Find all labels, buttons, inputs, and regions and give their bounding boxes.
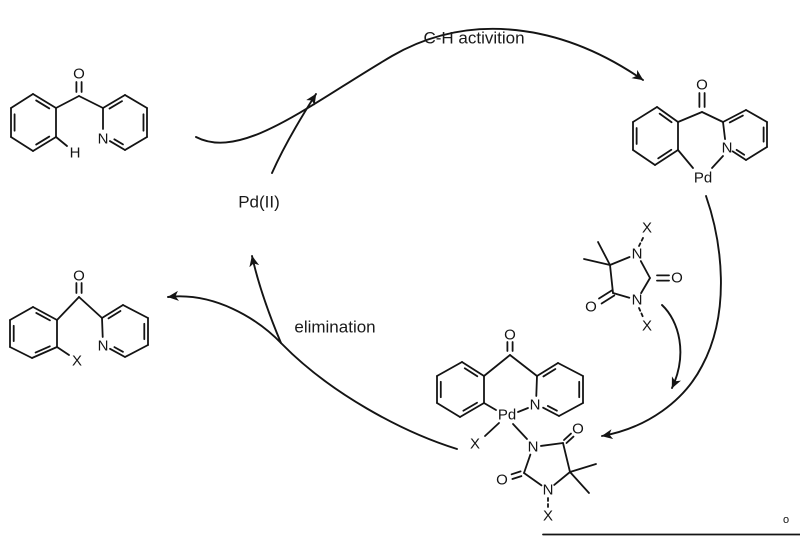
halogen-label: X <box>642 318 652 335</box>
hydantoin-ring <box>523 442 571 487</box>
pyridine-ring <box>102 94 148 151</box>
nitrogen-label: N <box>722 140 733 157</box>
pd-intermediate-structure: O N Pd X N N O O X <box>436 327 597 525</box>
stray-mark: o <box>783 514 789 526</box>
oxygen-label: O <box>696 77 708 94</box>
halogen-label: X <box>72 353 82 370</box>
nitrogen-label: N <box>528 439 539 456</box>
product-structure: O N X <box>9 268 149 370</box>
elimination-label: elimination <box>294 318 375 337</box>
benzene-ring <box>10 93 57 152</box>
nitrogen-label: N <box>98 131 109 148</box>
oxygen-label: O <box>73 268 85 285</box>
nitrogen-label: N <box>632 292 643 309</box>
halogen-label: X <box>642 220 652 237</box>
ch-activation-label: C-H activition <box>423 29 524 48</box>
oxygen-label: O <box>496 472 508 489</box>
palladium-label: Pd <box>694 170 712 187</box>
halogen-label: X <box>543 508 553 525</box>
palladium-label: Pd <box>498 407 516 424</box>
catalyst-entry-arrow <box>271 93 317 174</box>
oxygen-label: O <box>585 299 597 316</box>
benzene-ring <box>9 306 58 359</box>
cycle-right-arrow <box>601 195 722 440</box>
catalyst-label: Pd(II) <box>238 193 280 212</box>
pyridine-ring <box>101 304 149 358</box>
benzene-ring <box>436 361 485 418</box>
benzene-ring <box>632 106 679 166</box>
halogen-reagent-structure: N N O O X X <box>583 220 683 335</box>
nitrogen-label: N <box>530 397 541 414</box>
ch-activation-arrow <box>195 27 644 144</box>
hydrogen-label: H <box>70 145 81 162</box>
catalyst-regeneration-arrow <box>249 255 282 344</box>
reagent-entry-arrow <box>661 304 682 389</box>
palladacycle-structure: O N Pd <box>632 77 768 187</box>
halogen-label: X <box>470 436 480 453</box>
cycle-arrows <box>167 27 722 450</box>
elimination-arrow <box>167 290 458 450</box>
oxygen-label: O <box>671 270 683 287</box>
nitrogen-label: N <box>98 338 109 355</box>
oxygen-label: O <box>504 327 516 344</box>
hydantoin-ring <box>609 256 651 299</box>
pyridine-ring <box>722 109 768 161</box>
nitrogen-label: N <box>632 246 643 263</box>
nitrogen-label: N <box>543 482 554 499</box>
oxygen-label: O <box>73 66 85 83</box>
oxygen-label: O <box>572 421 584 438</box>
pyridine-ring <box>535 362 584 417</box>
substrate-structure: O N H <box>10 66 148 162</box>
